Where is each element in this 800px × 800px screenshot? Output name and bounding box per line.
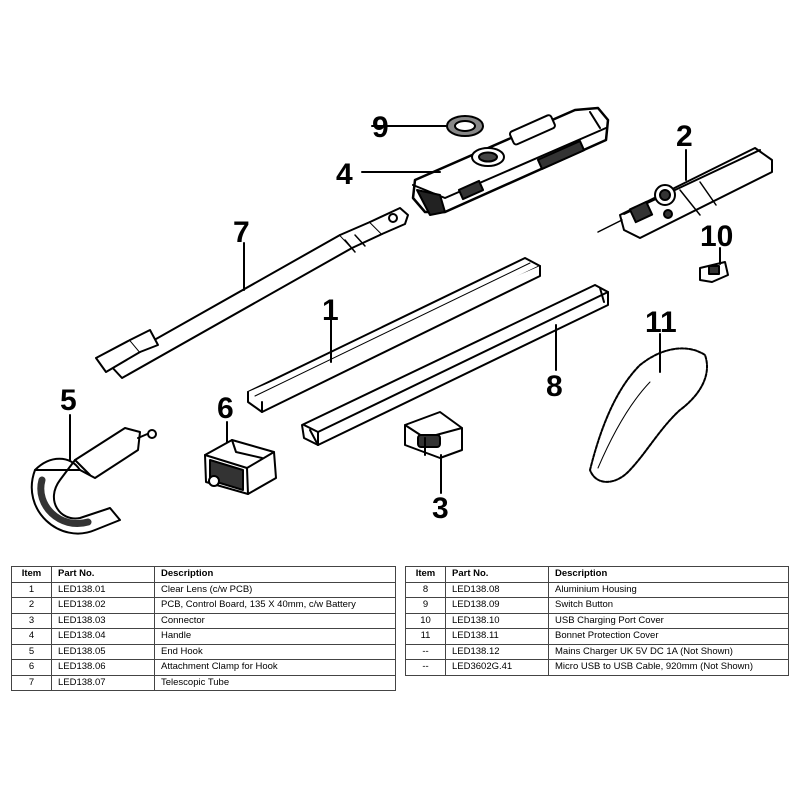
leader-lines [69, 125, 721, 494]
cell-description: Mains Charger UK 5V DC 1A (Not Shown) [548, 643, 789, 660]
header-description: Description [548, 566, 789, 583]
callout-11: 11 [645, 306, 677, 339]
cell-item: 7 [11, 674, 52, 691]
aluminium-housing-part [301, 284, 609, 446]
cell-part-no: LED138.12 [445, 643, 549, 660]
callout-3: 3 [432, 492, 449, 525]
cell-description: Telescopic Tube [154, 674, 396, 691]
cell-description: Micro USB to USB Cable, 920mm (Not Shown… [548, 659, 789, 676]
exploded-parts-diagram: 1 2 3 4 5 6 7 8 9 10 11 [30, 106, 773, 535]
cell-part-no: LED138.06 [51, 659, 155, 676]
bonnet-protection-cover-part [589, 347, 708, 483]
cell-description: Attachment Clamp for Hook [154, 659, 396, 676]
cell-part-no: LED138.02 [51, 597, 155, 614]
end-hook-part [30, 427, 157, 535]
cell-item: 10 [405, 612, 446, 629]
cell-description: Clear Lens (c/w PCB) [154, 581, 396, 598]
cell-description: Bonnet Protection Cover [548, 628, 789, 645]
cell-item: 4 [11, 628, 52, 645]
cell-item: 3 [11, 612, 52, 629]
cell-description: PCB, Control Board, 135 X 40mm, c/w Batt… [154, 597, 396, 614]
cell-description: Handle [154, 628, 396, 645]
cell-part-no: LED138.08 [445, 581, 549, 598]
cell-description: Switch Button [548, 597, 789, 614]
cell-part-no: LED138.03 [51, 612, 155, 629]
cell-item: -- [405, 643, 446, 660]
cell-part-no: LED138.01 [51, 581, 155, 598]
callout-8: 8 [546, 370, 563, 403]
callout-5: 5 [60, 384, 77, 417]
cell-item: 9 [405, 597, 446, 614]
switch-button-part [446, 115, 484, 137]
header-item: Item [11, 566, 52, 583]
cell-item: 2 [11, 597, 52, 614]
cell-part-no: LED138.10 [445, 612, 549, 629]
connector-part [404, 411, 463, 459]
cell-item: 6 [11, 659, 52, 676]
header-description: Description [154, 566, 396, 583]
cell-item: -- [405, 659, 446, 676]
cell-part-no: LED138.05 [51, 643, 155, 660]
usb-port-cover-part [699, 261, 729, 283]
cell-description: Aluminium Housing [548, 581, 789, 598]
callout-4: 4 [336, 158, 353, 191]
callout-7: 7 [233, 216, 250, 249]
callout-2: 2 [676, 120, 693, 153]
cell-item: 5 [11, 643, 52, 660]
header-item: Item [405, 566, 446, 583]
cell-item: 1 [11, 581, 52, 598]
cell-part-no: LED3602G.41 [445, 659, 549, 676]
cell-item: 11 [405, 628, 446, 645]
callout-1: 1 [322, 294, 339, 327]
table-header-row: Item Part No. Description [11, 566, 396, 583]
cell-item: 8 [405, 581, 446, 598]
cell-part-no: LED138.09 [445, 597, 549, 614]
cell-part-no: LED138.07 [51, 674, 155, 691]
header-part-no: Part No. [445, 566, 549, 583]
clear-lens-part [247, 257, 541, 413]
header-part-no: Part No. [51, 566, 155, 583]
cell-description: End Hook [154, 643, 396, 660]
cell-description: USB Charging Port Cover [548, 612, 789, 629]
table-header-row: Item Part No. Description [405, 566, 789, 583]
callout-10: 10 [700, 220, 733, 253]
cell-description: Connector [154, 612, 396, 629]
cell-part-no: LED138.04 [51, 628, 155, 645]
handle-part [411, 106, 610, 216]
attachment-clamp-part [204, 439, 277, 495]
pcb-control-board-part [597, 147, 773, 239]
callout-6: 6 [217, 392, 234, 425]
telescopic-tube-part [95, 207, 409, 379]
callout-9: 9 [372, 111, 389, 144]
cell-part-no: LED138.11 [445, 628, 549, 645]
